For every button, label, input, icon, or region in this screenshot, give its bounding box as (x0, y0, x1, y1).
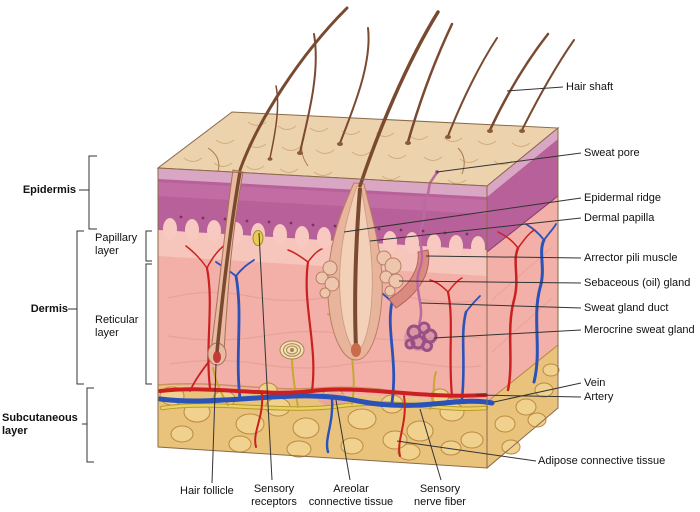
label-merocrine-sweat-gland: Merocrine sweat gland (584, 324, 695, 336)
artery-vessels (158, 229, 535, 457)
sweat-gland (404, 170, 439, 352)
hair-shafts (238, 6, 575, 188)
block-outline (157, 126, 559, 470)
hair-follicle-left (207, 169, 244, 366)
label-sensory-receptors: Sensory receptors (251, 483, 297, 508)
meissner-corpuscle (252, 230, 264, 246)
label-sweat-pore: Sweat pore (584, 147, 640, 159)
central-hair-follicle (315, 182, 430, 361)
right-face-layers (486, 128, 560, 468)
pacinian-corpuscle (279, 340, 305, 360)
label-epidermis: Epidermis (22, 184, 76, 196)
label-sebaceous-gland: Sebaceous (oil) gland (584, 277, 691, 289)
label-adipose-connective-tissue: Adipose connective tissue (538, 455, 666, 467)
label-sweat-gland-duct: Sweat gland duct (584, 302, 669, 314)
surface-scale-texture (183, 121, 531, 184)
sweat-gland-duct-shape (416, 172, 438, 325)
label-areolar-connective-tissue: Areolar connective tissue (308, 483, 394, 508)
right-face-fat-lobules (494, 363, 560, 455)
leader-lines (211, 86, 582, 484)
label-epidermal-ridge: Epidermal ridge (584, 192, 662, 204)
label-arrector-pili-muscle: Arrector pili muscle (584, 252, 678, 264)
label-artery: Artery (584, 391, 614, 403)
sebaceous-glands (315, 250, 404, 299)
arrector-pili-muscle-shape (388, 249, 430, 309)
layer-brackets (68, 155, 152, 463)
label-hair-follicle: Hair follicle (180, 485, 234, 497)
label-papillary-layer: Papillary layer (95, 232, 138, 257)
label-dermis: Dermis (30, 303, 68, 315)
label-reticular-layer: Reticular layer (95, 314, 139, 339)
label-hair-shaft: Hair shaft (566, 81, 614, 93)
label-vein: Vein (584, 377, 606, 389)
label-sensory-nerve-fiber: Sensory nerve fiber (414, 483, 466, 508)
label-subcutaneous-layer: Subcutaneous layer (2, 412, 78, 437)
label-dermal-papilla: Dermal papilla (584, 212, 655, 224)
